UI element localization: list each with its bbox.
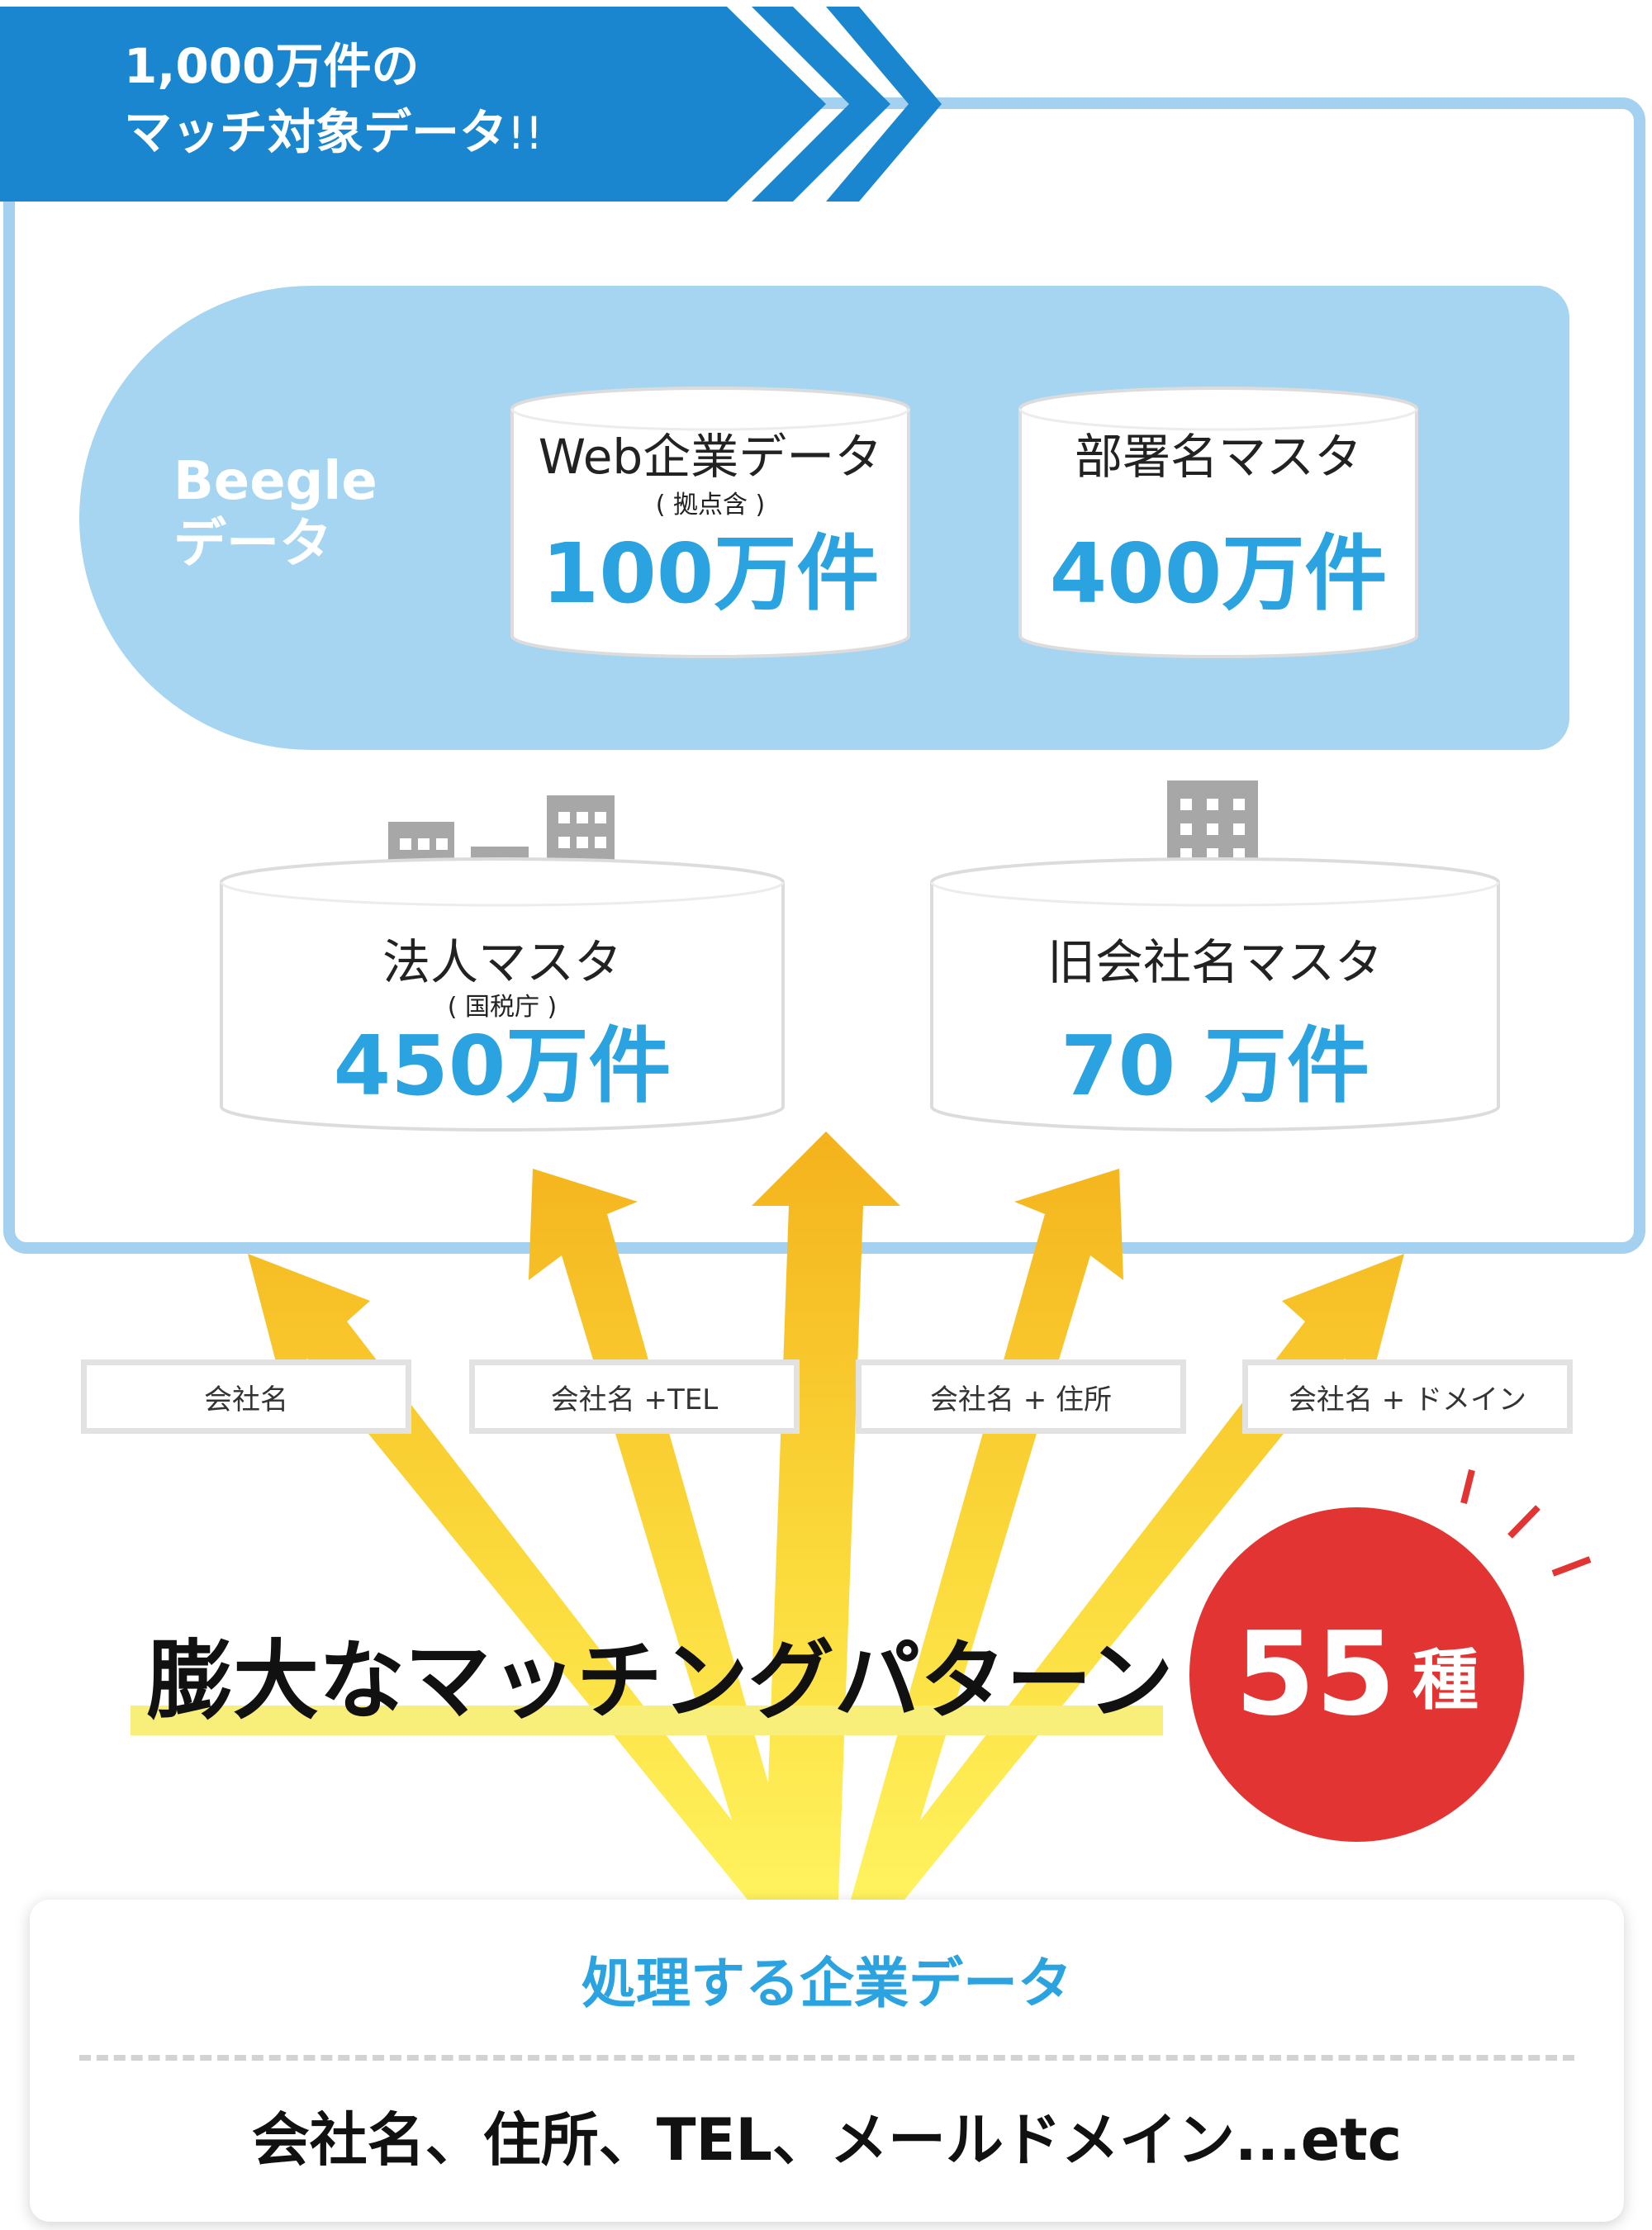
input-data-card-body: 会社名、住所、TEL、メールドメイン...etc [251,2106,1403,2174]
input-data-card: 処理する企業データ 会社名、住所、TEL、メールドメイン...etc [30,1900,1624,2222]
old-company-name-db-count: 70 万件 [1061,1018,1370,1114]
corporate-db: 法人マスタ ( 国税庁 ) 450万件 [220,857,785,1132]
pattern-count-unit: 種 [1412,1641,1479,1719]
old-company-name-db-title: 旧会社名マスタ [1047,934,1383,990]
corporate-db-title: 法人マスタ [382,934,622,990]
department-db: 部署名マスタ 400万件 [1018,387,1418,661]
header-title-line1: 1,000万件の [124,38,420,94]
web-company-db-title: Web企業データ [538,429,883,485]
header-title: 1,000万件の マッチ対象データ!! [124,33,801,167]
corporate-db-subtitle: ( 国税庁 ) [447,993,558,1022]
header-title-exclaim: !! [507,107,544,159]
web-company-db-subtitle: ( 拠点含 ) [655,491,766,520]
department-db-count: 400万件 [1049,525,1388,622]
header-ribbon [0,7,942,202]
arrow-icon [752,1132,900,1900]
header-title-line2: マッチ対象データ [124,104,508,160]
arrow-icon [248,1254,793,1900]
match-label-company-domain: 会社名 + ドメイン [1242,1359,1573,1434]
headline: 膨大なマッチングパターン [147,1630,1174,1731]
corporate-db-count: 450万件 [333,1018,672,1114]
web-company-db: Web企業データ ( 拠点含 ) 100万件 [510,387,910,661]
pattern-count-badge: 55 種 [1189,1507,1524,1842]
pattern-count-number: 55 [1235,1606,1396,1742]
web-company-db-count: 100万件 [541,525,880,622]
burst-lines-icon [1460,1469,1592,1577]
department-db-title: 部署名マスタ [1074,429,1362,485]
match-label-company-address: 会社名 + 住所 [856,1359,1186,1434]
match-label-company: 会社名 [81,1359,411,1434]
match-label-company-tel: 会社名 +TEL [469,1359,800,1434]
beegle-label-line2: データ [173,514,332,575]
old-company-name-db: 旧会社名マスタ 70 万件 [930,857,1500,1132]
dashed-divider [79,2055,1574,2061]
chevron-icon [752,7,890,202]
input-data-card-title: 処理する企業データ [582,1952,1072,2015]
beegle-label: Beegle データ [173,450,388,576]
headline-highlight [131,1706,1163,1735]
beegle-label-line1: Beegle [173,451,377,512]
chevron-icon [826,7,942,202]
